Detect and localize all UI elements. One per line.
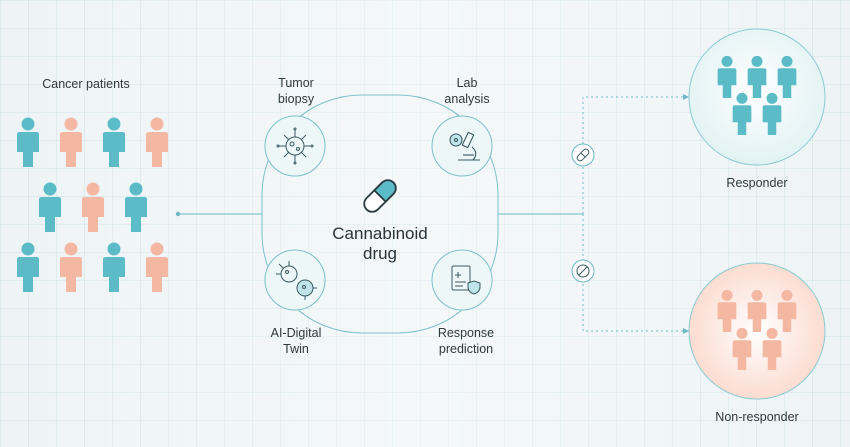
non-responder-label: Non-responder xyxy=(715,410,799,424)
people-layer xyxy=(17,55,797,370)
response-prediction-line-1: Response xyxy=(437,326,495,340)
person-figure xyxy=(82,182,104,232)
person-figure xyxy=(103,242,125,292)
pill-icon xyxy=(363,179,397,213)
person-figure xyxy=(717,289,737,332)
drug-line-1: Cannabinoid xyxy=(332,224,428,243)
non-responder-arrow xyxy=(683,328,689,334)
microscope-icon xyxy=(449,131,480,161)
person-figure xyxy=(103,117,125,167)
input-connector-dot xyxy=(175,211,181,217)
response-prediction-step xyxy=(431,249,493,311)
responder-badge xyxy=(571,143,595,167)
drug-label: Cannabinoid drug xyxy=(332,224,427,264)
ai-digital-twin-line-1: AI-Digital xyxy=(270,326,322,340)
response-prediction-line-2: prediction xyxy=(438,342,494,356)
person-figure xyxy=(747,55,767,98)
non-responder-path xyxy=(582,214,683,332)
person-figure xyxy=(17,117,39,167)
ai-digital-twin-label: AI-Digital Twin xyxy=(271,325,322,357)
lab-analysis-line-2: analysis xyxy=(444,92,490,106)
person-figure xyxy=(60,242,82,292)
person-figure xyxy=(125,182,147,232)
person-figure xyxy=(146,117,168,167)
prediction-report-icon xyxy=(451,265,481,295)
no-entry-badge xyxy=(571,259,595,283)
tumor-biopsy-line-1: Tumor xyxy=(278,76,314,90)
person-figure xyxy=(777,289,797,332)
process-ring xyxy=(261,94,499,334)
person-figure xyxy=(60,117,82,167)
lab-analysis-step xyxy=(431,115,493,177)
tumor-biopsy-label: Tumor biopsy xyxy=(278,75,314,107)
person-figure xyxy=(17,242,39,292)
person-figure xyxy=(762,92,782,135)
person-figure xyxy=(777,55,797,98)
digital-twin-cell-icon xyxy=(276,261,317,300)
tumor-cell-icon xyxy=(276,127,314,165)
tumor-biopsy-line-2: biopsy xyxy=(277,92,315,106)
cancer-patients-label: Cancer patients xyxy=(42,77,130,91)
person-figure xyxy=(146,242,168,292)
person-figure xyxy=(732,92,752,135)
tumor-biopsy-step xyxy=(264,115,326,177)
person-figure xyxy=(732,327,752,370)
responder-label: Responder xyxy=(726,176,788,190)
lab-analysis-label: Lab analysis xyxy=(444,75,489,107)
ai-digital-twin-line-2: Twin xyxy=(283,342,309,356)
ai-digital-twin-step xyxy=(264,249,326,311)
lab-analysis-line-1: Lab xyxy=(456,76,478,90)
person-figure xyxy=(39,182,61,232)
responder-arrow xyxy=(683,94,689,100)
person-figure xyxy=(762,327,782,370)
person-figure xyxy=(747,289,767,332)
person-figure xyxy=(717,55,737,98)
drug-line-2: drug xyxy=(362,244,398,263)
response-prediction-label: Response prediction xyxy=(438,325,494,357)
responder-path xyxy=(582,96,683,214)
